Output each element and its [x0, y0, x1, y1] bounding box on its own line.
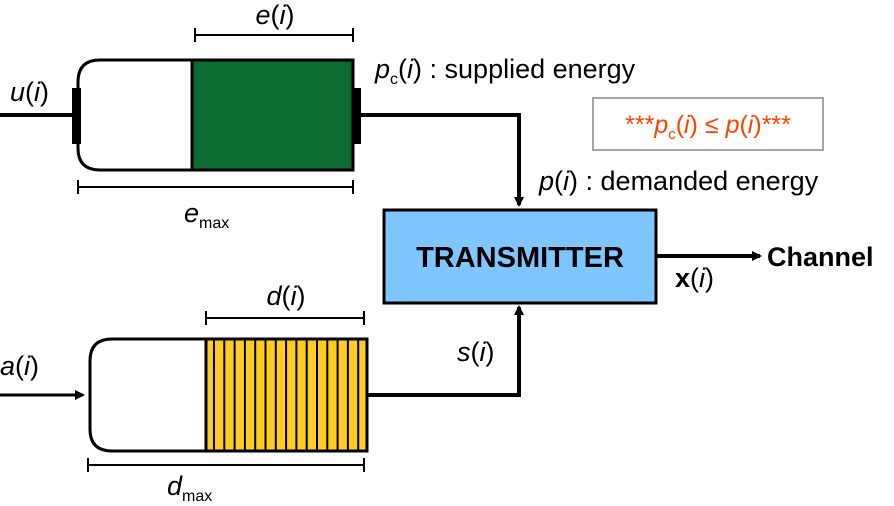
constraint-box: [592, 97, 824, 151]
data-level-bracket: [205, 311, 365, 325]
demanded-energy-label: p(i) : demanded energy: [538, 166, 819, 196]
data-capacity-bracket: [87, 458, 365, 472]
channel-label: Channel: [767, 242, 874, 272]
battery-outline: [76, 58, 192, 172]
energy-supply-wire: [361, 113, 524, 207]
output-signal-label: x(i): [675, 263, 714, 293]
supplied-energy-label: pc(i) : supplied energy: [374, 54, 636, 88]
energy-level-bracket: [194, 28, 354, 42]
energy-capacity-bracket: [77, 180, 354, 194]
data-buffer-outline: [88, 337, 206, 453]
battery: [0, 28, 361, 194]
data-buffer: [0, 311, 369, 472]
transmitter-label: TRANSMITTER: [416, 242, 624, 274]
battery-right-terminal: [352, 88, 361, 144]
data-buffer-stripes: [213, 340, 360, 450]
constraint-label: ***pc(i) ≤ p(i)***: [625, 111, 791, 143]
data-arrival-label: a(i): [0, 351, 39, 381]
data-level-label: d(i): [266, 281, 305, 311]
transmitter-block: [382, 208, 658, 305]
data-capacity-label: dmax: [167, 471, 212, 505]
energy-arrival-label: u(i): [10, 77, 49, 107]
energy-capacity-label: emax: [184, 198, 229, 232]
data-signal-wire: [367, 305, 524, 397]
battery-fill: [190, 58, 355, 172]
energy-level-label: e(i): [255, 0, 294, 30]
signal-label: s(i): [457, 337, 495, 367]
